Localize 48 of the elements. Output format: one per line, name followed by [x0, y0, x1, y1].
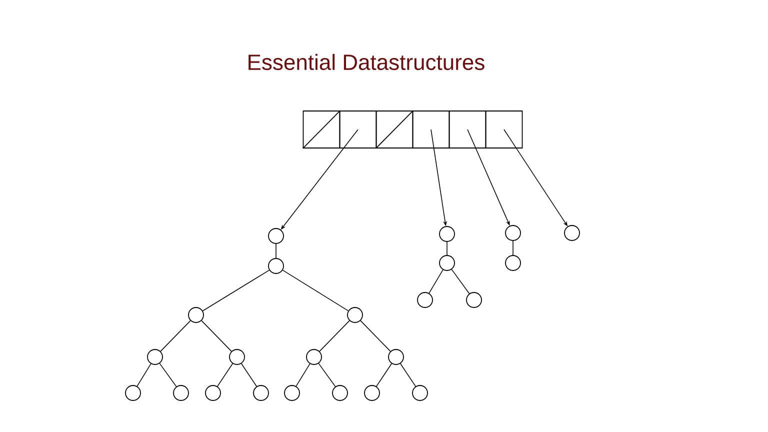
- tree-edge: [400, 363, 416, 387]
- array-cell: [412, 110, 450, 148]
- tree-node-circle: [505, 225, 521, 241]
- tree-node-circle: [125, 385, 141, 401]
- tree-edge: [376, 363, 392, 387]
- tree-edge: [160, 320, 191, 352]
- tree-node-circle: [284, 385, 300, 401]
- tree-node-circle: [268, 258, 284, 274]
- tree-node-circle: [229, 349, 245, 365]
- tree-edge: [282, 270, 349, 312]
- null-array-cell: [302, 110, 341, 149]
- tree-edge: [217, 363, 233, 387]
- tree-edge: [296, 363, 310, 387]
- tree-edge: [512, 240, 514, 256]
- tree-edge: [451, 269, 470, 294]
- tree-edge: [136, 363, 152, 387]
- tree-node-circle: [253, 385, 269, 401]
- tree-node-circle: [188, 307, 204, 323]
- tree-node-circle: [417, 292, 433, 308]
- tree-node-circle: [439, 226, 455, 242]
- tree-edge: [446, 242, 448, 256]
- tree-node-circle: [439, 255, 455, 271]
- tree-node-circle: [466, 292, 482, 308]
- array-cell: [485, 110, 523, 148]
- tree-node-circle: [332, 385, 348, 401]
- tree-edge: [319, 320, 350, 352]
- tree-node-circle: [347, 307, 363, 323]
- tree-node-circle: [147, 349, 163, 365]
- null-array-cell: [375, 110, 414, 149]
- array-cell: [339, 110, 377, 148]
- tree-edge: [159, 363, 177, 387]
- title: Essential Datastructures: [248, 54, 484, 70]
- tree-node-circle: [412, 385, 428, 401]
- tree-node-circle: [268, 228, 284, 244]
- tree-node-circle: [564, 225, 580, 241]
- tree-node-circle: [364, 385, 380, 401]
- tree-node-circle: [173, 385, 189, 401]
- tree-edge: [428, 269, 444, 294]
- tree-node-circle: [505, 255, 521, 271]
- tree-node-circle: [388, 349, 404, 365]
- array-cell: [448, 110, 486, 148]
- tree-edge: [360, 320, 391, 352]
- tree-edge: [241, 363, 257, 387]
- tree-edge: [202, 270, 270, 312]
- tree-edge: [201, 320, 232, 352]
- tree-edge: [318, 363, 336, 387]
- tree-node-circle: [205, 385, 221, 401]
- tree-node-circle: [306, 349, 322, 365]
